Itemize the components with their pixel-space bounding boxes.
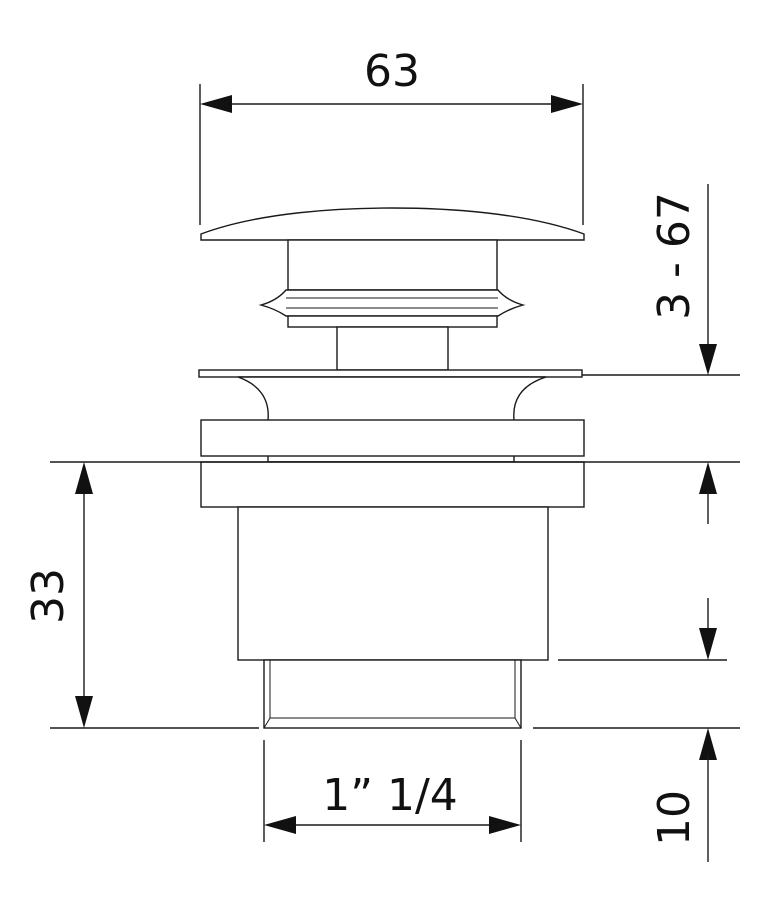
- dimension-top-width: 63: [200, 46, 583, 113]
- waste-valve-part: [198, 207, 585, 729]
- dimension-height-range: 3 - 67: [649, 184, 717, 375]
- dimension-label-body-height: 33: [23, 568, 74, 624]
- upper-nut: [200, 419, 585, 457]
- dimension-thread-length: 10: [649, 728, 717, 862]
- threaded-body: [237, 506, 549, 661]
- cap-dome: [200, 207, 585, 241]
- dimension-body-height: 33: [23, 462, 93, 728]
- lower-washer: [200, 461, 585, 508]
- basin-flange: [198, 369, 583, 378]
- seal-ring: [258, 289, 526, 317]
- arrow-up: [699, 728, 717, 760]
- dimension-thread: 1” 1/4: [264, 770, 521, 834]
- arrow-up: [75, 462, 93, 494]
- arrow-left: [200, 95, 232, 113]
- arrow-right: [489, 816, 521, 834]
- dimension-label-thread-length: 10: [649, 790, 700, 846]
- dimension-label-thread: 1” 1/4: [322, 770, 458, 821]
- tail-pipe: [263, 659, 522, 729]
- cap-neck: [287, 239, 498, 291]
- dimension-label-top-width: 63: [364, 46, 420, 97]
- arrow-down: [699, 344, 717, 375]
- arrow-left: [264, 816, 296, 834]
- extension-lines: [50, 84, 740, 842]
- arrow-right: [551, 95, 583, 113]
- plug-stem: [336, 326, 449, 371]
- arrow-down: [75, 696, 93, 728]
- dimension-label-height-range: 3 - 67: [649, 192, 700, 320]
- dimension-washer-thickness: [699, 462, 717, 660]
- plug-collar: [287, 315, 498, 328]
